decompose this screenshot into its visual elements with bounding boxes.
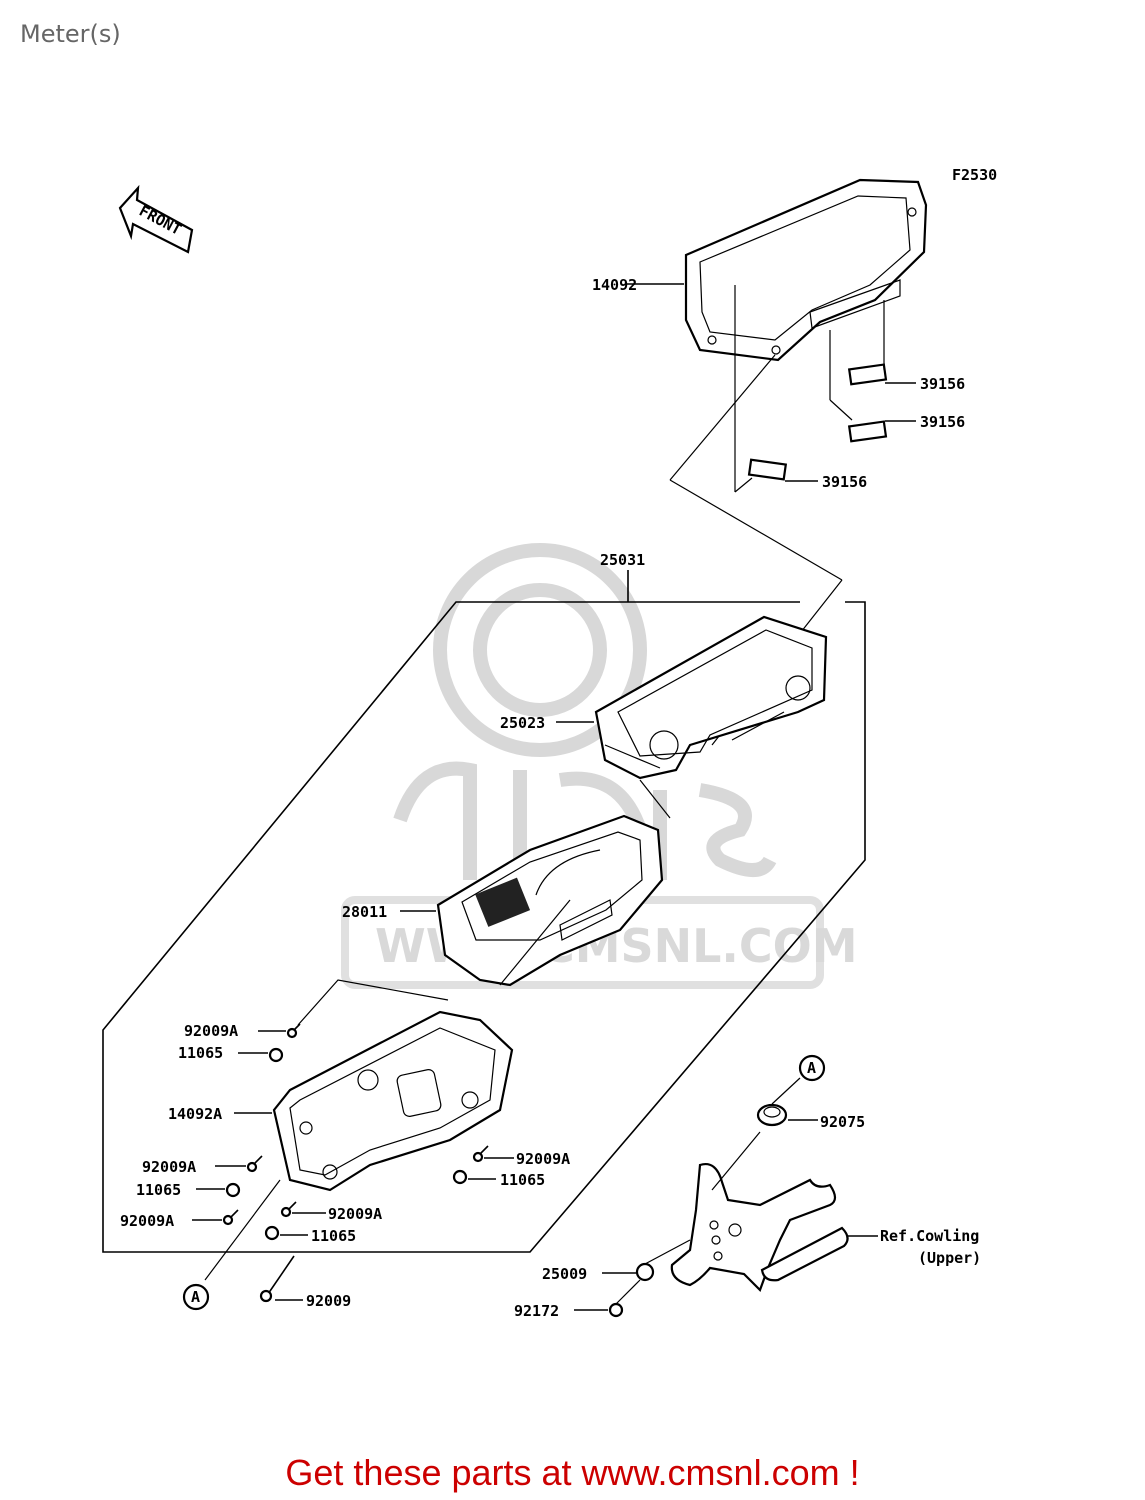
- grommet-92075: [756, 1103, 788, 1127]
- washer-11065-2: [225, 1182, 241, 1198]
- page-title: Meter(s): [20, 20, 121, 48]
- screw-92009A-2: [246, 1155, 263, 1173]
- washer-11065-4: [264, 1225, 280, 1241]
- part-label-92009: 92009: [306, 1292, 351, 1310]
- part-label-28011: 28011: [342, 903, 387, 921]
- sticker-39156-a: [847, 363, 888, 386]
- washer-25009: [635, 1262, 655, 1282]
- figure-code: F2530: [952, 166, 997, 184]
- part-label-39156-b: 39156: [920, 413, 965, 431]
- ref-cowling-label: Ref.Cowling: [880, 1227, 979, 1245]
- part-label-92009A-2: 92009A: [142, 1158, 196, 1176]
- part-label-39156-a: 39156: [920, 375, 965, 393]
- screw-92009A-1: [286, 1023, 301, 1039]
- callout-a-right-text: A: [807, 1059, 816, 1077]
- sticker-39156-c: [747, 458, 788, 481]
- meter-cover-14092: [684, 178, 928, 362]
- front-arrow-icon: FRONT: [118, 184, 194, 254]
- part-label-92075: 92075: [820, 1113, 865, 1131]
- part-label-92009A-4: 92009A: [516, 1150, 570, 1168]
- washer-11065-1: [268, 1047, 284, 1063]
- part-label-11065-2: 11065: [136, 1181, 181, 1199]
- callout-a-right: [798, 1054, 826, 1082]
- part-label-92009A-1: 92009A: [184, 1022, 238, 1040]
- screw-92009A-5: [280, 1201, 297, 1218]
- meter-bracket: [670, 1163, 849, 1292]
- ref-cowling-upper-label: (Upper): [918, 1249, 981, 1267]
- callout-a-left-text: A: [191, 1288, 200, 1306]
- part-label-14092A: 14092A: [168, 1105, 222, 1123]
- callout-a-left: [182, 1283, 210, 1311]
- part-label-92172: 92172: [514, 1302, 559, 1320]
- meter-assembly-28011: [436, 814, 664, 987]
- part-label-92009A-3: 92009A: [120, 1212, 174, 1230]
- part-label-11065-3: 11065: [500, 1171, 545, 1189]
- part-label-25031: 25031: [600, 551, 645, 569]
- nut-92172: [608, 1302, 624, 1318]
- part-label-25009: 25009: [542, 1265, 587, 1283]
- part-label-92009A-5: 92009A: [328, 1205, 382, 1223]
- screw-92009: [259, 1255, 295, 1303]
- meter-upper-case-25023: [594, 615, 828, 780]
- screw-92009A-4: [472, 1145, 489, 1163]
- part-label-11065-4: 11065: [311, 1227, 356, 1245]
- part-label-14092: 14092: [592, 276, 637, 294]
- washer-11065-3: [452, 1169, 468, 1185]
- screw-92009A-3: [222, 1209, 239, 1226]
- cta-banner[interactable]: Get these parts at www.cmsnl.com !: [285, 1452, 860, 1493]
- part-label-39156-c: 39156: [822, 473, 867, 491]
- meter-lower-case-14092A: [272, 1010, 514, 1192]
- part-label-11065-1: 11065: [178, 1044, 223, 1062]
- part-label-25023: 25023: [500, 714, 545, 732]
- sticker-39156-b: [847, 420, 888, 443]
